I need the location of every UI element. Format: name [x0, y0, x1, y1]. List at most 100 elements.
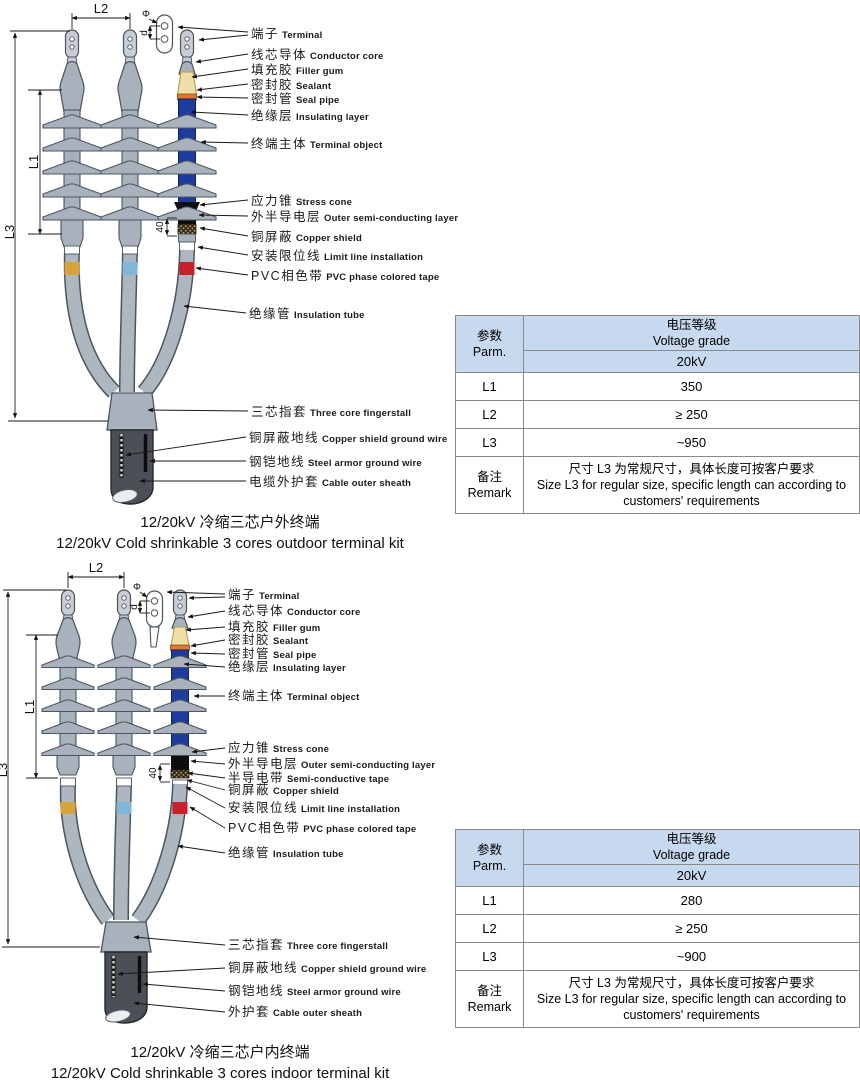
- svg-text:40: 40: [155, 221, 166, 233]
- value-cell: ~950: [523, 428, 860, 457]
- table-row: L3 ~900: [455, 942, 860, 971]
- param-cell: L3: [455, 942, 524, 971]
- dimension-l2: L2: [71, 1, 131, 29]
- table-row: L1 280: [455, 886, 860, 915]
- param-cell: L1: [455, 372, 524, 401]
- umbrella-sheds: [42, 114, 217, 221]
- caption-zh: 12/20kV 冷缩三芯户外终端: [140, 514, 320, 531]
- semi-conductive-mesh: [170, 769, 190, 779]
- param-cell: L1: [455, 886, 524, 915]
- value-cell: 350: [523, 372, 860, 401]
- insulation-tubes: [63, 245, 195, 398]
- indoor-caption: 12/20kV 冷缩三芯户内终端 12/20kV Cold shrinkable…: [0, 1042, 440, 1084]
- svg-text:L3: L3: [0, 763, 10, 777]
- dimension-l1: L1: [26, 89, 62, 235]
- svg-text:L2: L2: [89, 560, 103, 575]
- label-zh: 端子: [251, 27, 280, 41]
- value-cell: 280: [523, 886, 860, 915]
- phase-band-red: [172, 802, 188, 814]
- phase-band-blue: [116, 802, 132, 814]
- param-cell: L2: [455, 400, 524, 429]
- dimension-40-band: 40: [155, 217, 177, 237]
- umbrella-sheds: [41, 655, 207, 757]
- svg-text:40: 40: [148, 767, 159, 779]
- grade-cell: 20kV: [523, 350, 860, 373]
- caption-en: 12/20kV Cold shrinkable 3 cores outdoor …: [56, 535, 404, 552]
- terminal-lug-detail: Φ d: [139, 9, 174, 54]
- grade-cell: 20kV: [523, 864, 860, 887]
- param-header-cell: 参数 Parm.: [455, 315, 524, 373]
- table-row: L1 350: [455, 372, 860, 401]
- remark-row: 备注 Remark 尺寸 L3 为常规尺寸，具体长度可按客户要求 Size L3…: [455, 456, 860, 514]
- value-cell: ≥ 250: [523, 914, 860, 943]
- param-cell: L2: [455, 914, 524, 943]
- table-row: L2 ≥ 250: [455, 914, 860, 943]
- svg-text:L2: L2: [94, 1, 108, 16]
- leader-lines: [117, 590, 226, 1013]
- three-core-fingerstall: [100, 921, 152, 953]
- phase-band-gold: [60, 802, 76, 814]
- remark-label-cell: 备注 Remark: [455, 456, 524, 514]
- voltage-grade-header-cell: 电压等级 Voltage grade: [523, 829, 860, 865]
- svg-text:d: d: [139, 30, 150, 36]
- svg-text:L1: L1: [22, 700, 37, 714]
- indoor-terminal-diagram: L2 L3 L1 40 Φ: [0, 560, 226, 1024]
- cable-sheath: [110, 429, 154, 505]
- phase-band-red: [179, 262, 195, 275]
- phase-band-blue: [122, 262, 138, 275]
- cable-sheath: [104, 951, 148, 1024]
- dimension-l3: L3: [0, 589, 100, 948]
- dimension-l3: L3: [2, 30, 108, 422]
- svg-text:Φ: Φ: [133, 582, 141, 593]
- insulation-tubes: [59, 777, 188, 925]
- param-header-cell: 参数 Parm.: [455, 829, 524, 887]
- dimension-40-band: 40: [148, 763, 170, 783]
- table-row: L3 ~950: [455, 428, 860, 457]
- svg-text:d: d: [129, 604, 140, 610]
- indoor-spec-table: 参数 Parm. 电压等级 Voltage grade 20kV L1 280 …: [455, 829, 860, 1028]
- outdoor-spec-table: 参数 Parm. 电压等级 Voltage grade 20kV L1 350 …: [455, 315, 860, 514]
- remark-text-cell: 尺寸 L3 为常规尺寸，具体长度可按客户要求 Size L3 for regul…: [523, 456, 860, 514]
- param-cell: L3: [455, 428, 524, 457]
- phase-band-gold: [64, 262, 80, 275]
- limit-line-band: [179, 241, 195, 252]
- three-core-fingerstall: [106, 392, 158, 431]
- outdoor-terminal-diagram: L2 L3 L1 40 Φ d: [2, 1, 249, 505]
- filler-gum-area: [176, 71, 198, 96]
- remark-row: 备注 Remark 尺寸 L3 为常规尺寸，具体长度可按客户要求 Size L3…: [455, 970, 860, 1028]
- caption-zh: 12/20kV 冷缩三芯户内终端: [130, 1044, 310, 1061]
- dimension-l2: L2: [67, 560, 125, 588]
- value-cell: ≥ 250: [523, 400, 860, 429]
- svg-text:L1: L1: [26, 155, 41, 169]
- dimension-l1: L1: [22, 634, 58, 779]
